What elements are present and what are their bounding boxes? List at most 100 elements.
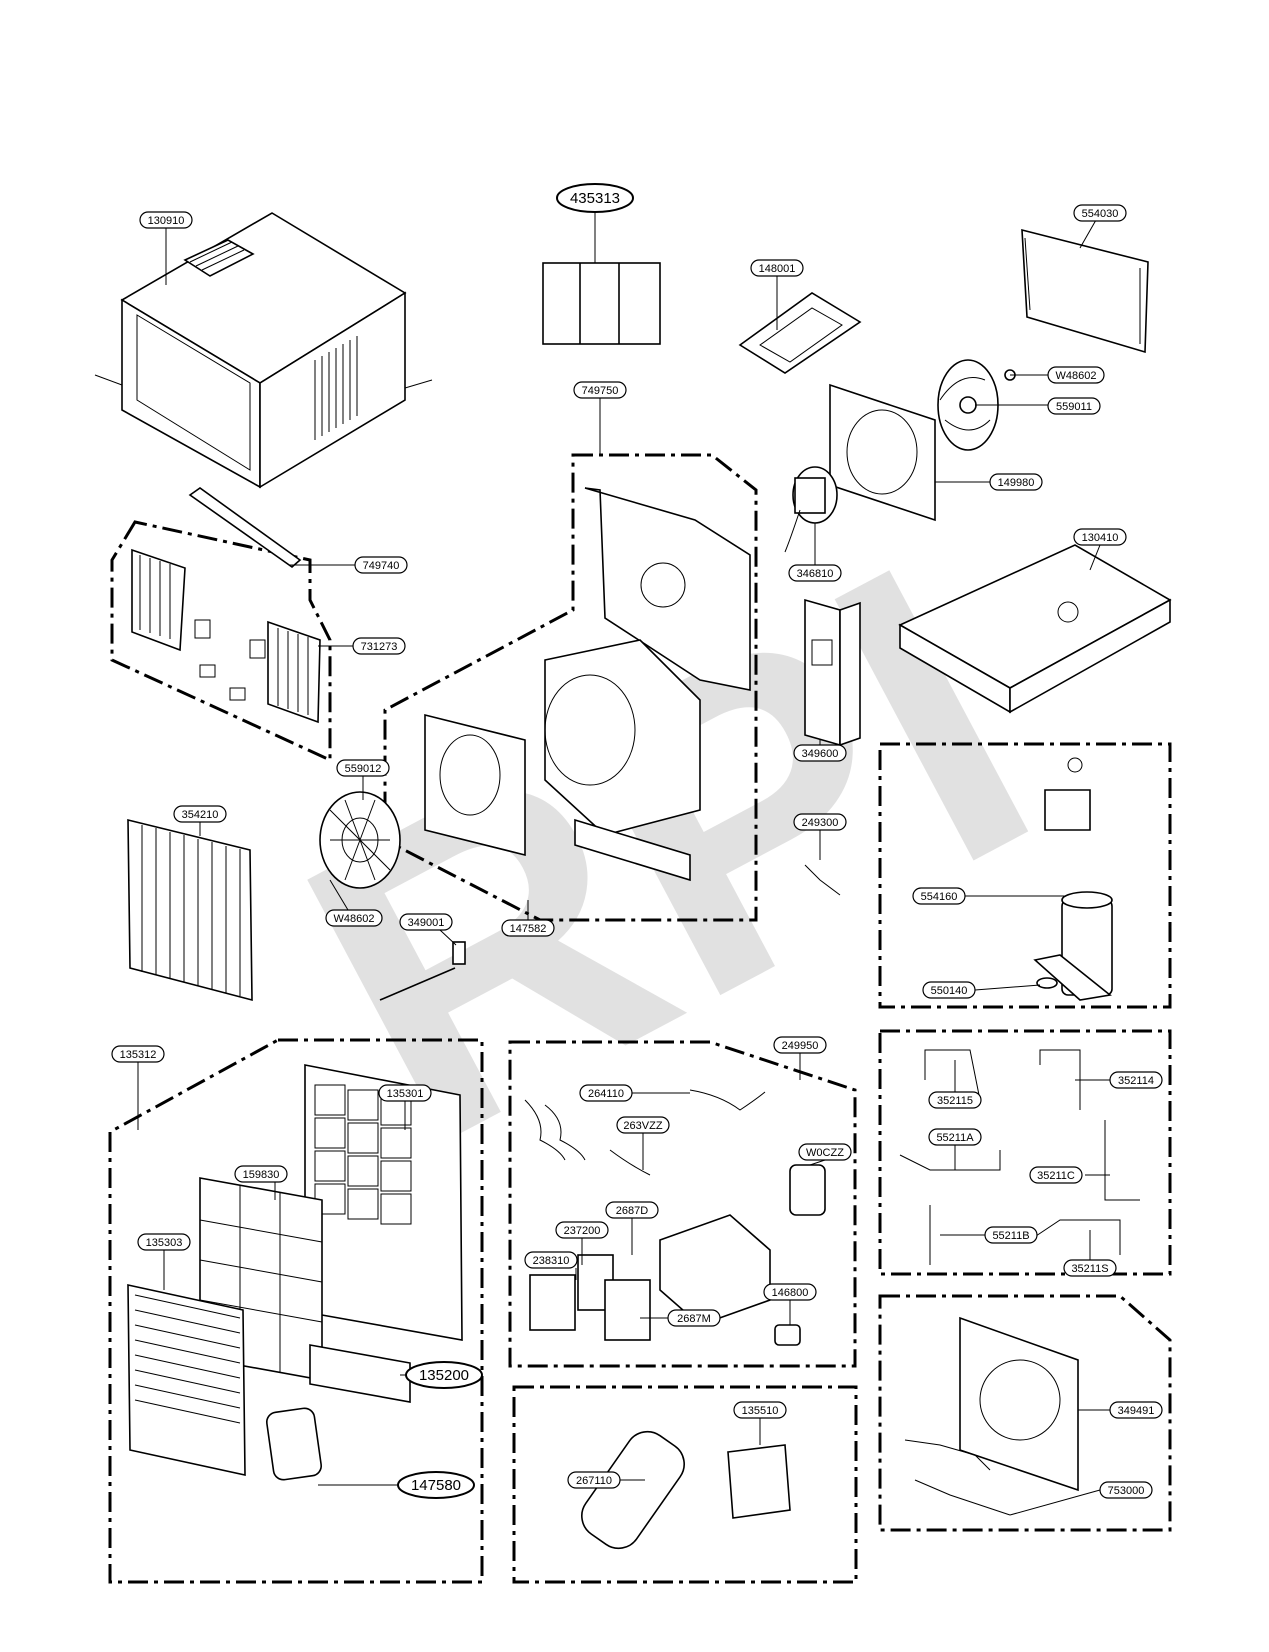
svg-text:264110: 264110: [588, 1088, 624, 1100]
condenser-part: [1021, 228, 1149, 354]
svg-text:749740: 749740: [363, 560, 400, 572]
svg-text:135510: 135510: [742, 1405, 779, 1417]
callout-148001: 148001: [750, 259, 804, 277]
callout-238310: 238310: [524, 1251, 578, 1269]
callout-55211B: 55211B: [984, 1226, 1038, 1244]
svg-text:352114: 352114: [1118, 1075, 1154, 1087]
cabinet-part: [94, 212, 433, 489]
svg-text:349001: 349001: [408, 917, 445, 929]
blower-wheel-part: [319, 791, 401, 889]
svg-text:135303: 135303: [146, 1237, 183, 1249]
svg-text:249300: 249300: [802, 817, 839, 829]
callout-753000: 753000: [1099, 1481, 1153, 1499]
callout-731273: 731273: [352, 637, 406, 655]
svg-text:35211C: 35211C: [1037, 1170, 1075, 1182]
shroud-part: [829, 383, 936, 522]
callout-267110: 267110: [567, 1471, 621, 1489]
control-box-part: [804, 598, 861, 747]
svg-text:146800: 146800: [772, 1287, 809, 1299]
callout-263VZZ: 263VZZ: [616, 1116, 670, 1134]
svg-text:148001: 148001: [759, 263, 796, 275]
evaporator-coil-part: [127, 818, 253, 1002]
svg-text:349491: 349491: [1118, 1405, 1155, 1417]
front-grille-part: [127, 1064, 463, 1481]
callout-352114: 352114: [1109, 1071, 1163, 1089]
svg-text:249950: 249950: [782, 1040, 819, 1052]
svg-text:352115: 352115: [937, 1095, 973, 1107]
callout-554030: 554030: [1073, 204, 1127, 222]
group-compressor: [878, 742, 1172, 1009]
callout-352115: 352115: [928, 1091, 982, 1109]
svg-text:349600: 349600: [802, 748, 839, 760]
callout-349600: 349600: [793, 744, 847, 762]
svg-text:2687M: 2687M: [677, 1313, 711, 1325]
svg-text:W0CZZ: W0CZZ: [806, 1147, 844, 1159]
motor-part: [784, 466, 838, 553]
clip-part: [804, 864, 841, 896]
svg-text:55211B: 55211B: [992, 1230, 1029, 1242]
bracket-plate-part: [738, 292, 862, 374]
callout-W48602-lower: W48602: [325, 909, 383, 927]
group-remote: [512, 1385, 858, 1584]
svg-text:35211S: 35211S: [1071, 1263, 1108, 1275]
callout-135200: 135200: [405, 1361, 483, 1389]
callout-249950: 249950: [773, 1036, 827, 1054]
svg-text:550140: 550140: [931, 985, 968, 997]
side-curtains-part: [131, 548, 321, 724]
callout-435313: 435313: [556, 183, 634, 213]
callout-346810: 346810: [788, 564, 842, 582]
svg-text:354210: 354210: [182, 809, 219, 821]
callout-349491: 349491: [1109, 1401, 1163, 1419]
callout-559011: 559011: [1047, 397, 1101, 415]
svg-text:147580: 147580: [411, 1477, 461, 1494]
partition-part: [424, 487, 751, 882]
callout-749750: 749750: [573, 381, 627, 399]
svg-text:749750: 749750: [582, 385, 619, 397]
svg-text:135301: 135301: [387, 1088, 424, 1100]
svg-text:55211A: 55211A: [936, 1132, 974, 1144]
electrical-parts: [524, 1089, 826, 1346]
group-tubes: [878, 1029, 1172, 1276]
callout-55211A: 55211A: [928, 1128, 982, 1146]
callout-135301: 135301: [378, 1084, 432, 1102]
svg-text:237200: 237200: [564, 1225, 601, 1237]
callout-labels: 130910 435313 148001 554030 W48602 55901…: [111, 183, 1163, 1499]
svg-text:W48602: W48602: [1056, 370, 1097, 382]
svg-text:130910: 130910: [148, 215, 185, 227]
callout-130410: 130410: [1073, 528, 1127, 546]
svg-text:W48602: W48602: [334, 913, 375, 925]
svg-text:267110: 267110: [576, 1475, 612, 1487]
remote-parts: [581, 1430, 791, 1550]
svg-text:559011: 559011: [1056, 401, 1092, 413]
svg-text:135200: 135200: [419, 1367, 469, 1384]
callout-W48602-upper: W48602: [1047, 366, 1105, 384]
callout-349001: 349001: [399, 913, 453, 931]
callout-264110: 264110: [579, 1084, 633, 1102]
svg-text:435313: 435313: [570, 190, 620, 207]
thermistor-part: [379, 941, 466, 1001]
callout-135312: 135312: [111, 1045, 165, 1063]
leader-lines: [137, 212, 1110, 1516]
compressor-part: [1033, 757, 1113, 1001]
callout-147580: 147580: [397, 1471, 475, 1499]
label-sheet-part: [542, 262, 661, 345]
callout-249300: 249300: [793, 813, 847, 831]
callout-147582: 147582: [501, 919, 555, 937]
callout-130910: 130910: [139, 211, 193, 229]
callout-559012: 559012: [336, 759, 390, 777]
callout-W0CZZ: W0CZZ: [798, 1143, 852, 1161]
callout-149980: 149980: [989, 473, 1043, 491]
callout-35211C: 35211C: [1029, 1166, 1083, 1184]
svg-text:731273: 731273: [361, 641, 398, 653]
group-731273: [110, 520, 332, 763]
base-pan-part: [898, 544, 1172, 714]
brace-part: [188, 487, 302, 569]
group-349491: [878, 1294, 1172, 1532]
svg-text:554160: 554160: [921, 891, 958, 903]
svg-text:263VZZ: 263VZZ: [623, 1120, 662, 1132]
orifice-part: [904, 1316, 1079, 1516]
callout-554160: 554160: [912, 887, 966, 905]
callout-2687M: 2687M: [667, 1309, 721, 1327]
svg-text:159830: 159830: [243, 1169, 280, 1181]
